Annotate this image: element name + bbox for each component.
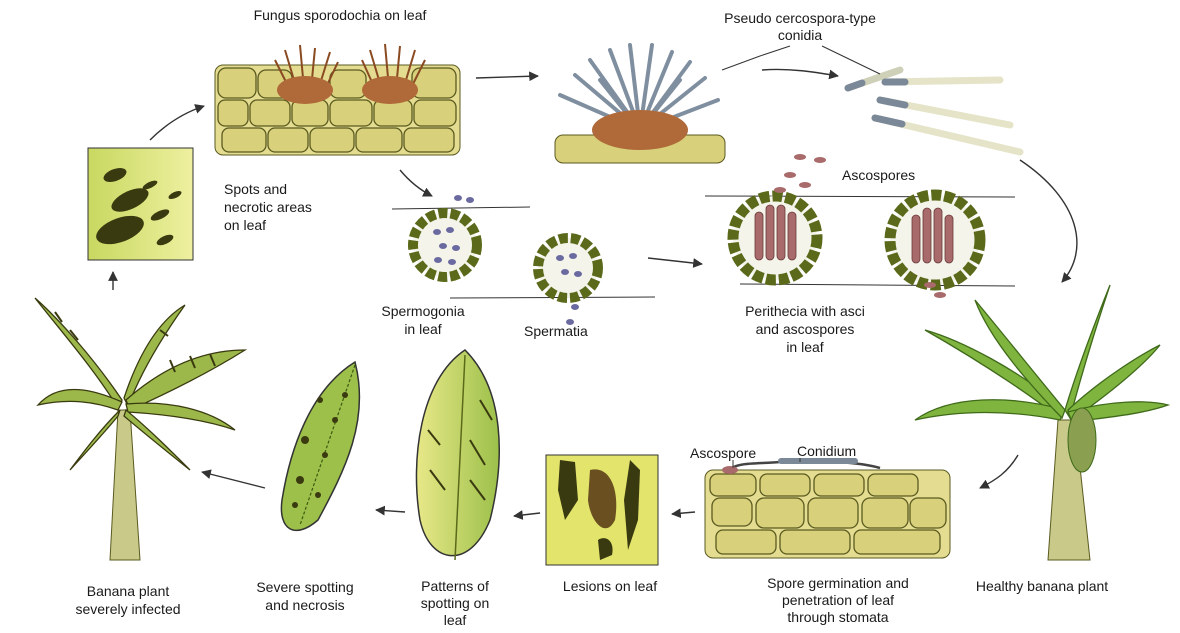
arrow-germination-to-lesions	[672, 512, 695, 514]
arrow-healthy-to-germination	[980, 455, 1018, 488]
severe-spotting-leaf	[281, 362, 359, 530]
patterns-leaf	[416, 350, 499, 560]
label-spermatia: Spermatia	[524, 323, 624, 340]
spots-leaf-patch	[88, 148, 193, 260]
label-healthy: Healthy banana plant	[962, 578, 1122, 595]
banana-bunch	[1068, 408, 1096, 472]
label-ascospores: Ascospores	[842, 167, 962, 184]
arrow-conidiophores-to-conidia	[762, 69, 838, 76]
arrow-conidia-to-healthy	[1020, 160, 1077, 282]
germination-tissue	[705, 458, 950, 558]
arrow-spermogonia-to-perithecia	[648, 258, 702, 264]
label-perithecia: Perithecia with asci and ascospores in l…	[730, 302, 880, 356]
label-severe: Severe spotting and necrosis	[235, 578, 375, 614]
label-spermogonia: Spermogonia in leaf	[368, 302, 478, 338]
label-sporodochia: Fungus sporodochia on leaf	[215, 7, 465, 24]
arrow-patterns-to-severe	[376, 510, 405, 512]
label-conidium: Conidium	[797, 443, 887, 460]
label-germination: Spore germination and penetration of lea…	[728, 575, 948, 626]
arrow-lesions-to-patterns	[514, 513, 540, 516]
leader-conidia-2	[822, 46, 880, 74]
sporodochium-right	[362, 76, 418, 104]
arrow-spots-to-sporodochia	[150, 106, 204, 140]
label-lesions: Lesions on leaf	[540, 578, 680, 595]
sporodochium-left	[277, 76, 333, 104]
free-conidia	[848, 70, 1020, 152]
arrow-sporodochia-to-conidiophores	[476, 76, 538, 78]
arrow-severe-to-infected	[202, 472, 265, 488]
label-ascospore: Ascospore	[690, 445, 780, 462]
label-spots: Spots and necrotic areas on leaf	[224, 180, 354, 234]
label-conidia: Pseudo cercospora-type conidia	[700, 10, 900, 44]
healthy-banana-plant	[915, 285, 1168, 560]
lesions-leaf-patch	[546, 455, 658, 565]
conidiophore-cluster	[555, 45, 725, 163]
sporodochia-tissue	[215, 44, 460, 155]
leader-conidia-1	[722, 46, 790, 70]
sporodochia-cells	[218, 68, 456, 152]
label-infected: Banana plant severely infected	[58, 582, 198, 618]
label-patterns: Patterns of spotting on leaf	[400, 578, 510, 629]
infected-banana-plant	[35, 298, 245, 560]
arrow-sporodochia-to-spermogonia	[400, 170, 432, 196]
